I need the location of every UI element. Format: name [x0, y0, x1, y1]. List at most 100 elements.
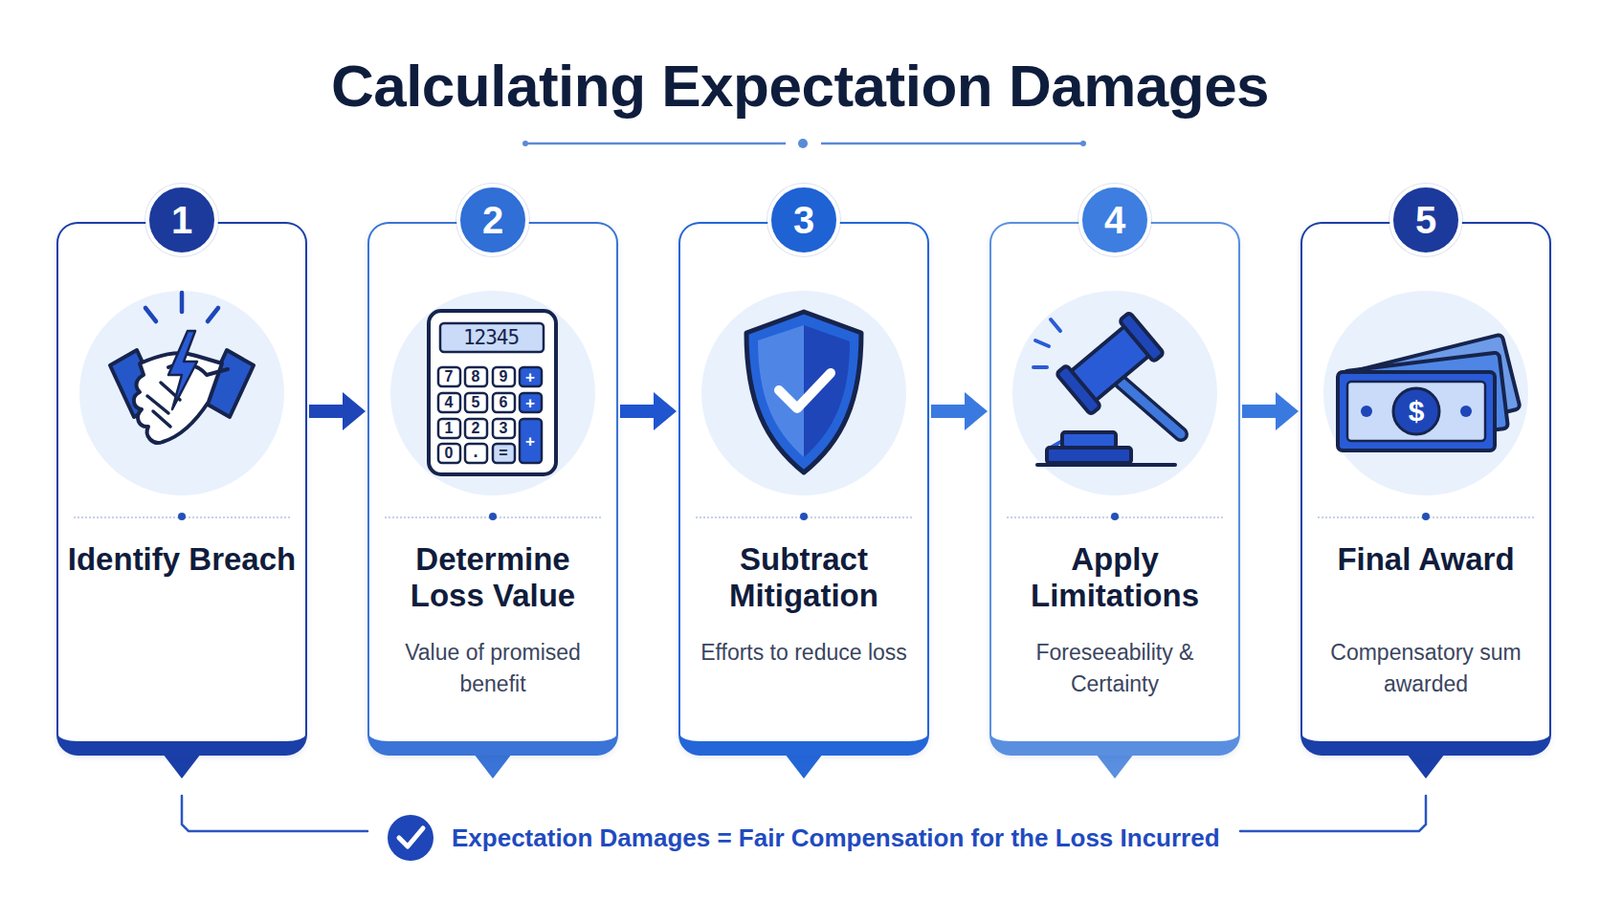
card-pointers: [162, 754, 1445, 779]
step-number: 1: [145, 183, 219, 257]
step-card: 4Apply LimitationsForeseeability & Certa…: [989, 222, 1241, 756]
key: [519, 393, 542, 413]
key: [438, 393, 461, 413]
gavel-handle-outline: [1121, 382, 1181, 435]
step-number: 3: [767, 183, 841, 257]
gavel-handle: [1121, 382, 1181, 435]
icon-backdrop: [1012, 290, 1218, 496]
burst-line: [1050, 440, 1065, 448]
key: [465, 419, 488, 439]
underline-end: [522, 140, 529, 147]
burst-lines: [1033, 319, 1065, 448]
burst-line: [1033, 365, 1047, 370]
bill: [1349, 333, 1520, 446]
bill-dot: [1360, 405, 1373, 418]
step-description: Foreseeability & Certainty: [1000, 637, 1229, 701]
key: [438, 419, 461, 439]
shield-shade: [803, 325, 850, 458]
flow-arrow: [931, 392, 988, 431]
step-heading: Determine Loss Value: [377, 541, 609, 615]
separator-dot: [177, 512, 186, 521]
key: [465, 444, 488, 464]
flow-arrow: [309, 392, 366, 431]
card-pointer: [784, 754, 823, 779]
check-circle: [387, 815, 434, 862]
burst-line: [145, 308, 156, 322]
summary-bracket: [181, 796, 1426, 832]
separator-dot: [488, 512, 497, 521]
gavel-block-top: [1062, 432, 1116, 448]
bill-inner: [1347, 381, 1486, 442]
icon-backdrop: [390, 290, 596, 496]
card-pointer: [1095, 754, 1134, 779]
underline-left: [525, 142, 786, 146]
key: [465, 367, 488, 387]
flow-arrow: [620, 392, 677, 431]
shield-icon: [746, 311, 862, 473]
arrow-shape: [1242, 392, 1299, 431]
underline-end: [1080, 140, 1087, 147]
separator-dot: [800, 512, 808, 521]
gavel-head-cap: [1056, 365, 1102, 416]
bill-medallion: [1393, 388, 1440, 435]
step-description: Value of promised benefit: [378, 637, 607, 701]
step-card: 5Final AwardCompensatory sum awarded: [1300, 222, 1552, 756]
step-heading: Final Award: [1310, 541, 1542, 578]
key: [492, 419, 515, 439]
key: [438, 367, 461, 387]
step-card: 2Determine Loss ValueValue of promised b…: [367, 222, 619, 756]
arrow-shape: [620, 392, 677, 431]
step-heading: Apply Limitations: [999, 541, 1231, 615]
burst-line: [1035, 340, 1049, 347]
fingers: [147, 382, 180, 427]
shield-highlight: [757, 325, 804, 458]
card-pointer: [1406, 754, 1445, 779]
underline-right: [821, 142, 1084, 146]
burst-lines: [145, 292, 219, 322]
shield-check: [778, 373, 831, 409]
gavel-icon: [1033, 311, 1181, 466]
icon-backdrop: [1323, 290, 1529, 496]
icon-backdrop: [701, 290, 907, 496]
separator-dot: [1422, 512, 1430, 521]
separator-dot: [1111, 512, 1119, 521]
key: [492, 393, 515, 413]
check-mark: [399, 828, 423, 847]
hand-fold: [168, 364, 228, 376]
key: [519, 367, 542, 387]
key: [492, 367, 515, 387]
step-heading: Subtract Mitigation: [688, 541, 920, 615]
card-pointer: [473, 754, 512, 779]
key: [519, 419, 542, 464]
step-number: 2: [456, 183, 530, 257]
step-description: Compensatory sum awarded: [1311, 637, 1540, 701]
burst-line: [1050, 319, 1061, 332]
burst-line: [207, 308, 219, 322]
shield-outline: [746, 311, 862, 473]
flow-arrow: [1242, 392, 1299, 431]
key: [438, 444, 461, 464]
bill-middle: [1342, 352, 1509, 447]
step-card: 1Identify Breach: [56, 222, 308, 756]
burst-line: [179, 292, 185, 312]
arrow-shape: [931, 392, 988, 431]
icon-backdrop: [79, 290, 285, 496]
gavel-head-cap: [1119, 311, 1165, 362]
gavel-head: [1056, 311, 1165, 415]
summary-caption: Expectation Damages = Fair Compensation …: [451, 822, 1221, 855]
underline-dot: [798, 138, 808, 149]
calculator-keys: [438, 367, 542, 464]
card-pointer: [162, 754, 201, 779]
key: [465, 393, 488, 413]
step-number: 4: [1078, 183, 1152, 257]
money-icon: [1337, 333, 1521, 451]
gavel-ground: [1037, 463, 1176, 467]
bill-dot: [1460, 405, 1472, 418]
left-cuff: [110, 350, 161, 418]
step-number: 5: [1389, 183, 1463, 257]
calculator-icon: [428, 311, 556, 475]
key: [492, 444, 515, 464]
bill-front: [1337, 372, 1495, 451]
